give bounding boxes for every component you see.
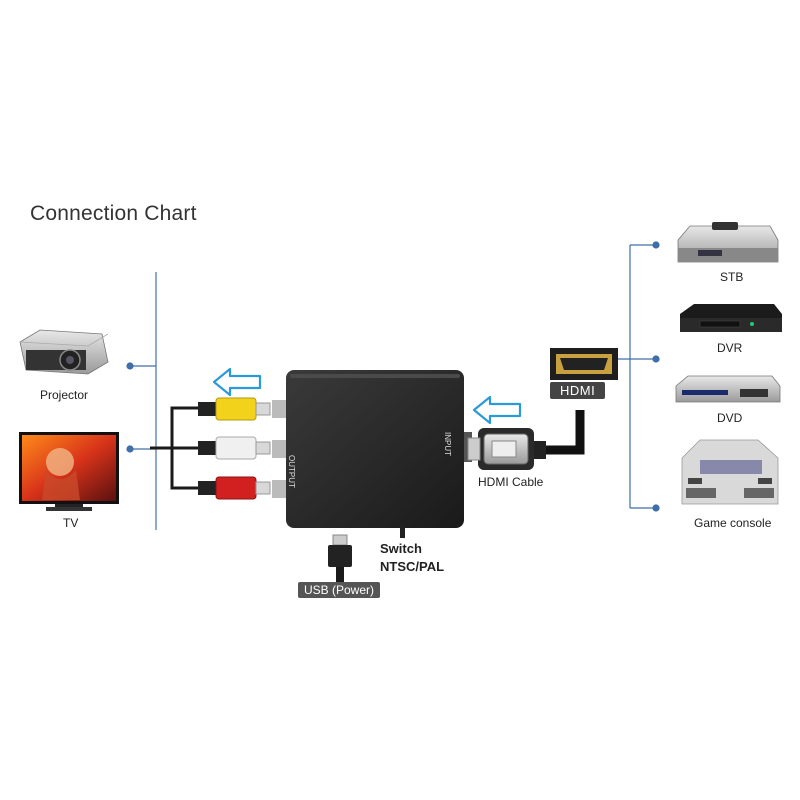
arrow-left-icon (212, 367, 262, 397)
stb-icon (677, 222, 779, 263)
hdmi-port-icon (550, 348, 618, 380)
dvd-label: DVD (717, 411, 743, 425)
hdmi-cable-label: HDMI Cable (478, 475, 544, 489)
arrow-left-icon (472, 395, 522, 425)
rca-plug-icon (198, 397, 271, 500)
projector-icon (19, 329, 109, 375)
rca-cables (150, 406, 200, 490)
stb-label: STB (720, 270, 744, 284)
dvr-icon (680, 304, 782, 332)
dvd-icon (675, 375, 781, 403)
switch-label-line2: NTSC/PAL (380, 559, 445, 574)
left-bracket (126, 272, 157, 530)
game-console-label: Game console (694, 516, 772, 530)
input-port-label: INPUT (443, 432, 452, 456)
tv-icon (19, 432, 119, 511)
tv-label: TV (63, 516, 79, 530)
right-bracket (596, 241, 660, 512)
hdmi-tag: HDMI (550, 382, 606, 399)
usb-plug-icon (328, 534, 352, 583)
projector-label: Projector (40, 388, 89, 402)
page-title: Connection Chart (30, 202, 197, 225)
output-port-label: OUTPUT (287, 455, 296, 488)
dvr-label: DVR (717, 341, 743, 355)
game-console-icon (681, 439, 779, 505)
usb-power-label: USB (Power) (298, 582, 381, 598)
switch-label-line1: Switch (380, 541, 422, 556)
converter-box (272, 370, 472, 538)
hdmi-plug-icon (467, 410, 585, 470)
